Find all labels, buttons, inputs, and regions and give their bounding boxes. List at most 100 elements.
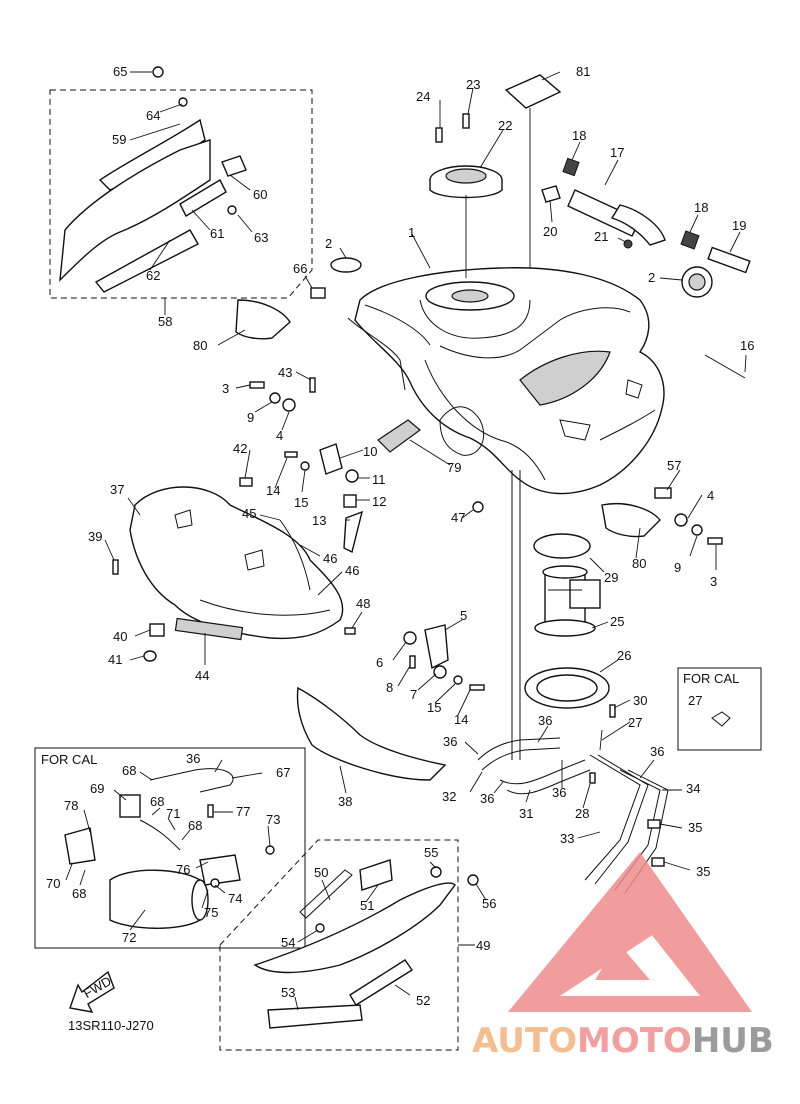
callout-17: 17	[610, 145, 624, 160]
pump-gasket-29	[533, 533, 591, 559]
callout-35-upper: 35	[688, 820, 702, 835]
callout-73: 73	[266, 812, 280, 827]
bracket-parts-10-13	[319, 443, 364, 554]
callout-68-d: 68	[72, 886, 86, 901]
callout-14-lower: 14	[454, 712, 468, 727]
strip-45	[279, 519, 311, 591]
callout-43: 43	[278, 365, 292, 380]
bolt-30	[609, 704, 616, 718]
watermark-text: AUTOMOTOHUB	[472, 1021, 774, 1061]
callout-30: 30	[633, 693, 647, 708]
for-cal-small-box	[677, 667, 762, 751]
callout-76: 76	[176, 862, 190, 877]
watermark-moto: MOTO	[577, 1021, 692, 1061]
callout-51: 51	[360, 898, 374, 913]
watermark-logo: AUTOMOTOHUB	[472, 852, 774, 1061]
bolt-35-lower	[651, 857, 665, 867]
for-cal-small-label: FOR CAL	[683, 671, 739, 686]
duct-58-parts	[59, 66, 247, 293]
callout-34: 34	[686, 781, 700, 796]
callout-2-right: 2	[648, 270, 655, 285]
callout-70: 70	[46, 876, 60, 891]
leader-lines	[65, 71, 747, 1011]
callout-48: 48	[356, 596, 370, 611]
bolt-43	[309, 377, 316, 393]
callout-65: 65	[113, 64, 127, 79]
grommet-40	[149, 623, 165, 637]
callout-26: 26	[617, 648, 631, 663]
callout-44: 44	[195, 668, 209, 683]
callout-42: 42	[233, 441, 247, 456]
callout-9-right: 9	[674, 560, 681, 575]
callout-18-right: 18	[694, 200, 708, 215]
callout-16: 16	[740, 338, 754, 353]
callout-7: 7	[410, 687, 417, 702]
damper-4-left	[282, 398, 296, 412]
callout-10: 10	[363, 444, 377, 459]
fuel-tank	[347, 267, 665, 495]
callout-69: 69	[90, 781, 104, 796]
callout-15-lower: 15	[427, 700, 441, 715]
callout-36-a: 36	[443, 734, 457, 749]
callout-11: 11	[372, 472, 386, 487]
callout-60: 60	[253, 187, 267, 202]
callout-64: 64	[146, 108, 160, 123]
callout-59: 59	[112, 132, 126, 147]
grommet-2b	[681, 266, 713, 298]
callout-63: 63	[254, 230, 268, 245]
callout-23: 23	[466, 77, 480, 92]
callout-31: 31	[519, 806, 533, 821]
callout-numbers: 65 64 59 60 61 63 62 58 23 24 22 81 18 1…	[46, 64, 754, 1008]
bolt-24	[435, 127, 443, 143]
callout-68-a: 68	[122, 763, 136, 778]
callout-4-left: 4	[276, 428, 283, 443]
callout-68-b: 68	[150, 794, 164, 809]
callout-40: 40	[113, 629, 127, 644]
canister-parts	[64, 768, 275, 929]
watermark-hub: HUB	[692, 1021, 774, 1061]
callout-36-e: 36	[552, 785, 566, 800]
callout-57: 57	[667, 458, 681, 473]
callout-80-left: 80	[193, 338, 207, 353]
callout-37: 37	[110, 482, 124, 497]
callout-29: 29	[604, 570, 618, 585]
fuel-pump	[534, 565, 601, 637]
callout-79: 79	[447, 460, 461, 475]
callout-32: 32	[442, 789, 456, 804]
callout-49: 49	[476, 938, 490, 953]
callout-12: 12	[372, 494, 386, 509]
callout-53: 53	[281, 985, 295, 1000]
label-sticker-81	[504, 74, 562, 109]
callout-68-c: 68	[188, 818, 202, 833]
callout-75: 75	[204, 905, 218, 920]
callout-5: 5	[460, 608, 467, 623]
callout-71: 71	[166, 806, 180, 821]
nut-41	[143, 650, 157, 662]
callout-18-top: 18	[572, 128, 586, 143]
bolt-14-lower	[469, 684, 485, 691]
callout-54: 54	[281, 935, 295, 950]
collar-9-right	[691, 524, 703, 536]
callout-6: 6	[376, 655, 383, 670]
side-cover-37	[129, 486, 344, 640]
callout-80-right: 80	[632, 556, 646, 571]
pump-plate-26	[524, 667, 610, 709]
bolt-16	[704, 354, 746, 379]
callout-41: 41	[108, 652, 122, 667]
callout-81: 81	[576, 64, 590, 79]
callout-28: 28	[575, 806, 589, 821]
callout-46-lower: 46	[345, 563, 359, 578]
callout-9-left: 9	[247, 410, 254, 425]
callout-3-right: 3	[710, 574, 717, 589]
callout-15-upper: 15	[294, 495, 308, 510]
cover-80-left	[235, 299, 291, 340]
callout-78: 78	[64, 798, 78, 813]
callout-1: 1	[408, 225, 415, 240]
washer-15-lower	[453, 675, 463, 685]
for-cal-main-label: FOR CAL	[41, 752, 97, 767]
callout-24: 24	[416, 89, 430, 104]
watermark-triangle-icon	[508, 852, 752, 1012]
callout-66: 66	[293, 261, 307, 276]
watermark-auto: AUTO	[472, 1021, 577, 1061]
